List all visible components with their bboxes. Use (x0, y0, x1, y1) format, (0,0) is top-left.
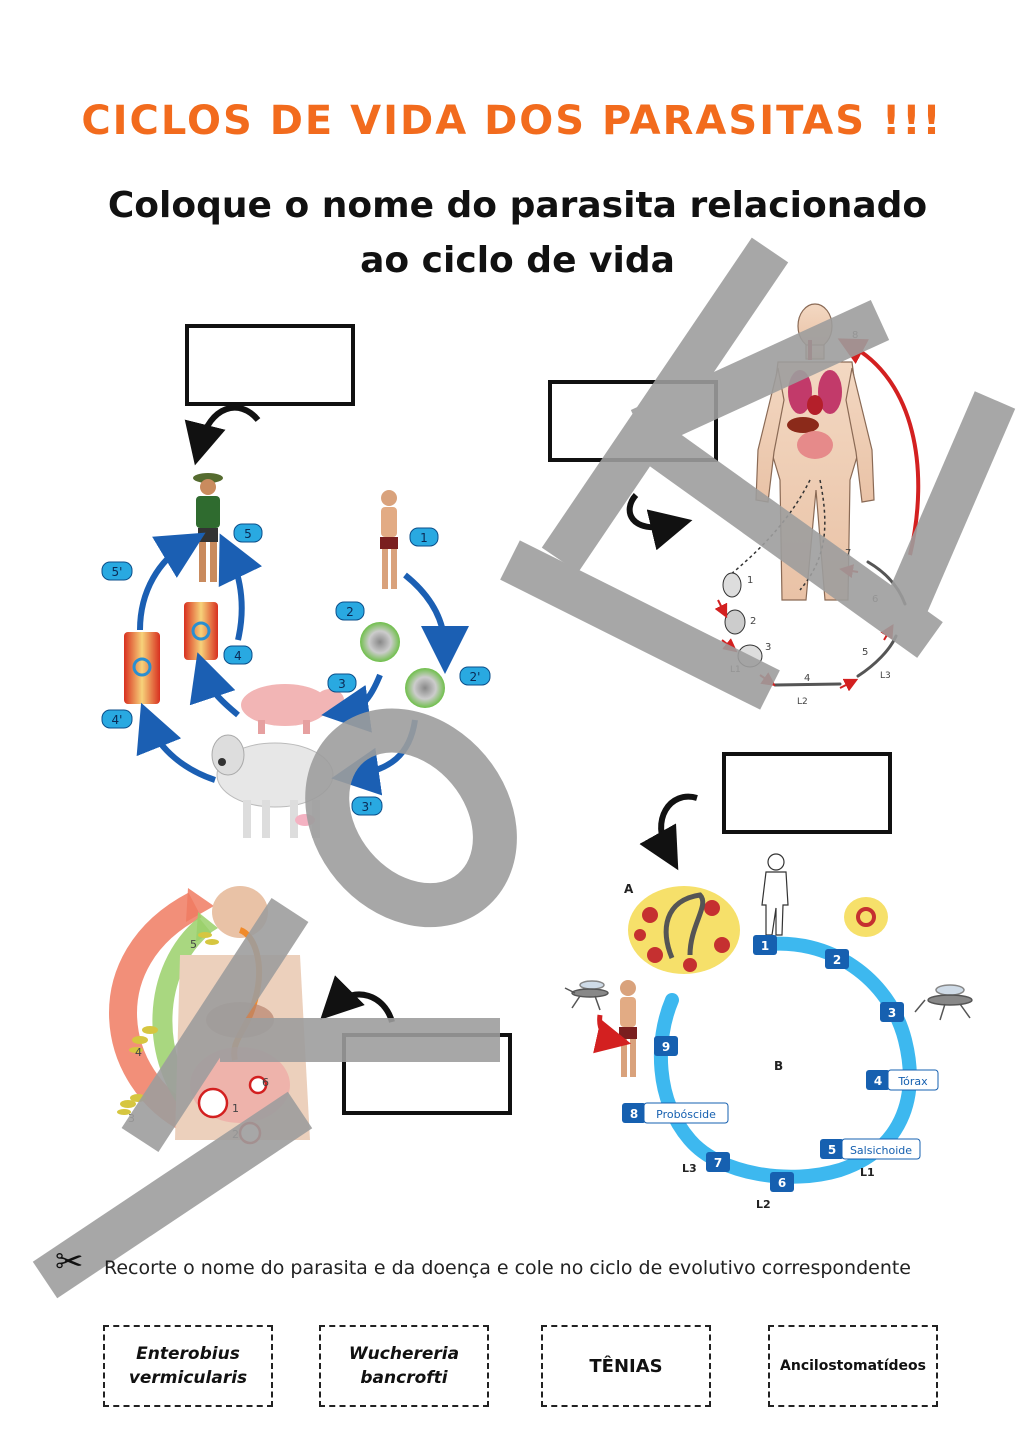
instruction-text: Recorte o nome do parasita e da doença e… (104, 1257, 911, 1279)
answer-box-wuchereria[interactable] (722, 752, 892, 834)
life-cycle-illustrations: 1 2 2' 3 3' 4 4' 5 5' (101, 303, 973, 1211)
salsichoide-label: Salsichoide (850, 1144, 912, 1157)
microfilaria-image (663, 892, 706, 959)
card-line-1: Wuchereria (348, 1344, 460, 1364)
step-label: 6 (778, 1176, 786, 1190)
pointer-arrow (639, 793, 698, 871)
panel-label: A (624, 882, 634, 896)
stage-label: L1 (730, 665, 741, 675)
enterobius-cycle: 1 2 3 4 5 6 (109, 886, 395, 1145)
step-label: 2 (232, 1128, 239, 1141)
step-label: 4' (112, 713, 123, 727)
magnified-worm (238, 1121, 262, 1145)
answer-box-taenia[interactable] (185, 324, 355, 406)
step-label: 6 (262, 1076, 269, 1089)
step-label: 5 (862, 647, 868, 658)
page-title: CICLOS DE VIDA DOS PARASITAS !!! (81, 98, 943, 144)
stage-label: L2 (797, 697, 808, 707)
step-label: 7 (845, 548, 851, 559)
card-line-1: Ancilostomatídeos (780, 1358, 926, 1374)
step-label: 3 (128, 1112, 135, 1125)
cyst-image (405, 668, 445, 708)
wuchereria-cycle: A B (564, 793, 973, 1211)
torax-label: Tórax (897, 1075, 928, 1088)
man-illustration (193, 473, 223, 582)
step-label: 4 (804, 673, 810, 684)
magnified-worm (197, 1087, 229, 1119)
blood-smear-small (844, 897, 888, 937)
larva-image (773, 682, 842, 687)
muscle-tissue-image (184, 602, 218, 660)
step-label: 8 (852, 330, 858, 341)
step-label: 4 (135, 1046, 142, 1059)
pointer-arrow (320, 975, 395, 1023)
pointer-arrow (184, 404, 261, 466)
step-label: 6 (872, 594, 878, 605)
card-line-2: vermicularis (128, 1368, 248, 1388)
step-label: 5 (828, 1143, 836, 1157)
wuchereria-step-badges: 1 2 3 4 Tórax 5 Salsichoide 6 7 8 Probós… (622, 935, 939, 1192)
step-label: 3 (888, 1006, 896, 1020)
mosquito-icon (914, 984, 973, 1021)
stage-label: L3 (880, 671, 891, 681)
card-line-1: TÊNIAS (589, 1355, 663, 1377)
proboscide-label: Probóscide (656, 1108, 716, 1121)
egg-image (737, 644, 763, 668)
step-label: 1 (747, 575, 753, 586)
step-label: 3' (362, 800, 373, 814)
cow-illustration (211, 734, 334, 838)
step-label: 2 (750, 616, 756, 627)
step-label: 5 (190, 938, 197, 951)
step-label: 5 (244, 527, 252, 541)
step-label: 1 (232, 1102, 239, 1115)
card-wuchereria[interactable]: Wuchereria bancrofti (319, 1325, 489, 1407)
stage-label: L3 (682, 1162, 697, 1175)
stage-label: L2 (756, 1198, 771, 1211)
step-label: 4 (234, 649, 242, 663)
person-outline (761, 853, 789, 936)
step-label: 1 (761, 939, 769, 953)
subtitle-line-1: Coloque o nome do parasita relacionado (107, 185, 928, 226)
step-label: 8 (630, 1107, 638, 1121)
step-label: 2 (833, 953, 841, 967)
step-label: 1 (420, 531, 428, 545)
step-label: 2' (470, 670, 481, 684)
mosquito-icon (564, 980, 609, 1011)
card-tenias[interactable]: TÊNIAS (541, 1325, 711, 1407)
pig-illustration (241, 684, 344, 734)
muscle-tissue-image (124, 632, 160, 704)
step-label: 5' (112, 565, 123, 579)
card-enterobius[interactable]: Enterobius vermicularis (103, 1325, 273, 1407)
step-label: 3 (765, 642, 771, 653)
stage-label: L1 (860, 1166, 875, 1179)
egg-image (724, 609, 746, 635)
boy-illustration (380, 490, 398, 589)
step-label: 7 (714, 1156, 722, 1170)
scissors-icon: ✂ (55, 1242, 84, 1282)
step-label: 9 (662, 1040, 670, 1054)
card-line-2: bancrofti (360, 1368, 448, 1388)
pointer-arrow (626, 492, 693, 551)
step-label: 2 (346, 605, 354, 619)
card-line-1: Enterobius (136, 1344, 240, 1364)
card-ancilostomatideos[interactable]: Ancilostomatídeos (768, 1325, 938, 1407)
cyst-image (360, 622, 400, 662)
red-blood-cells (634, 900, 730, 972)
boy-illustration (593, 980, 637, 1077)
step-label: 3 (338, 677, 346, 691)
egg-image (722, 572, 742, 598)
step-label: 4 (874, 1074, 882, 1088)
strongyloides-cycle: 8 1 2 3 L1 4 L2 5 L3 6 7 (626, 303, 921, 707)
taenia-cycle: 1 2 2' 3 3' 4 4' 5 5' (101, 404, 491, 838)
panel-label: B (774, 1059, 783, 1073)
